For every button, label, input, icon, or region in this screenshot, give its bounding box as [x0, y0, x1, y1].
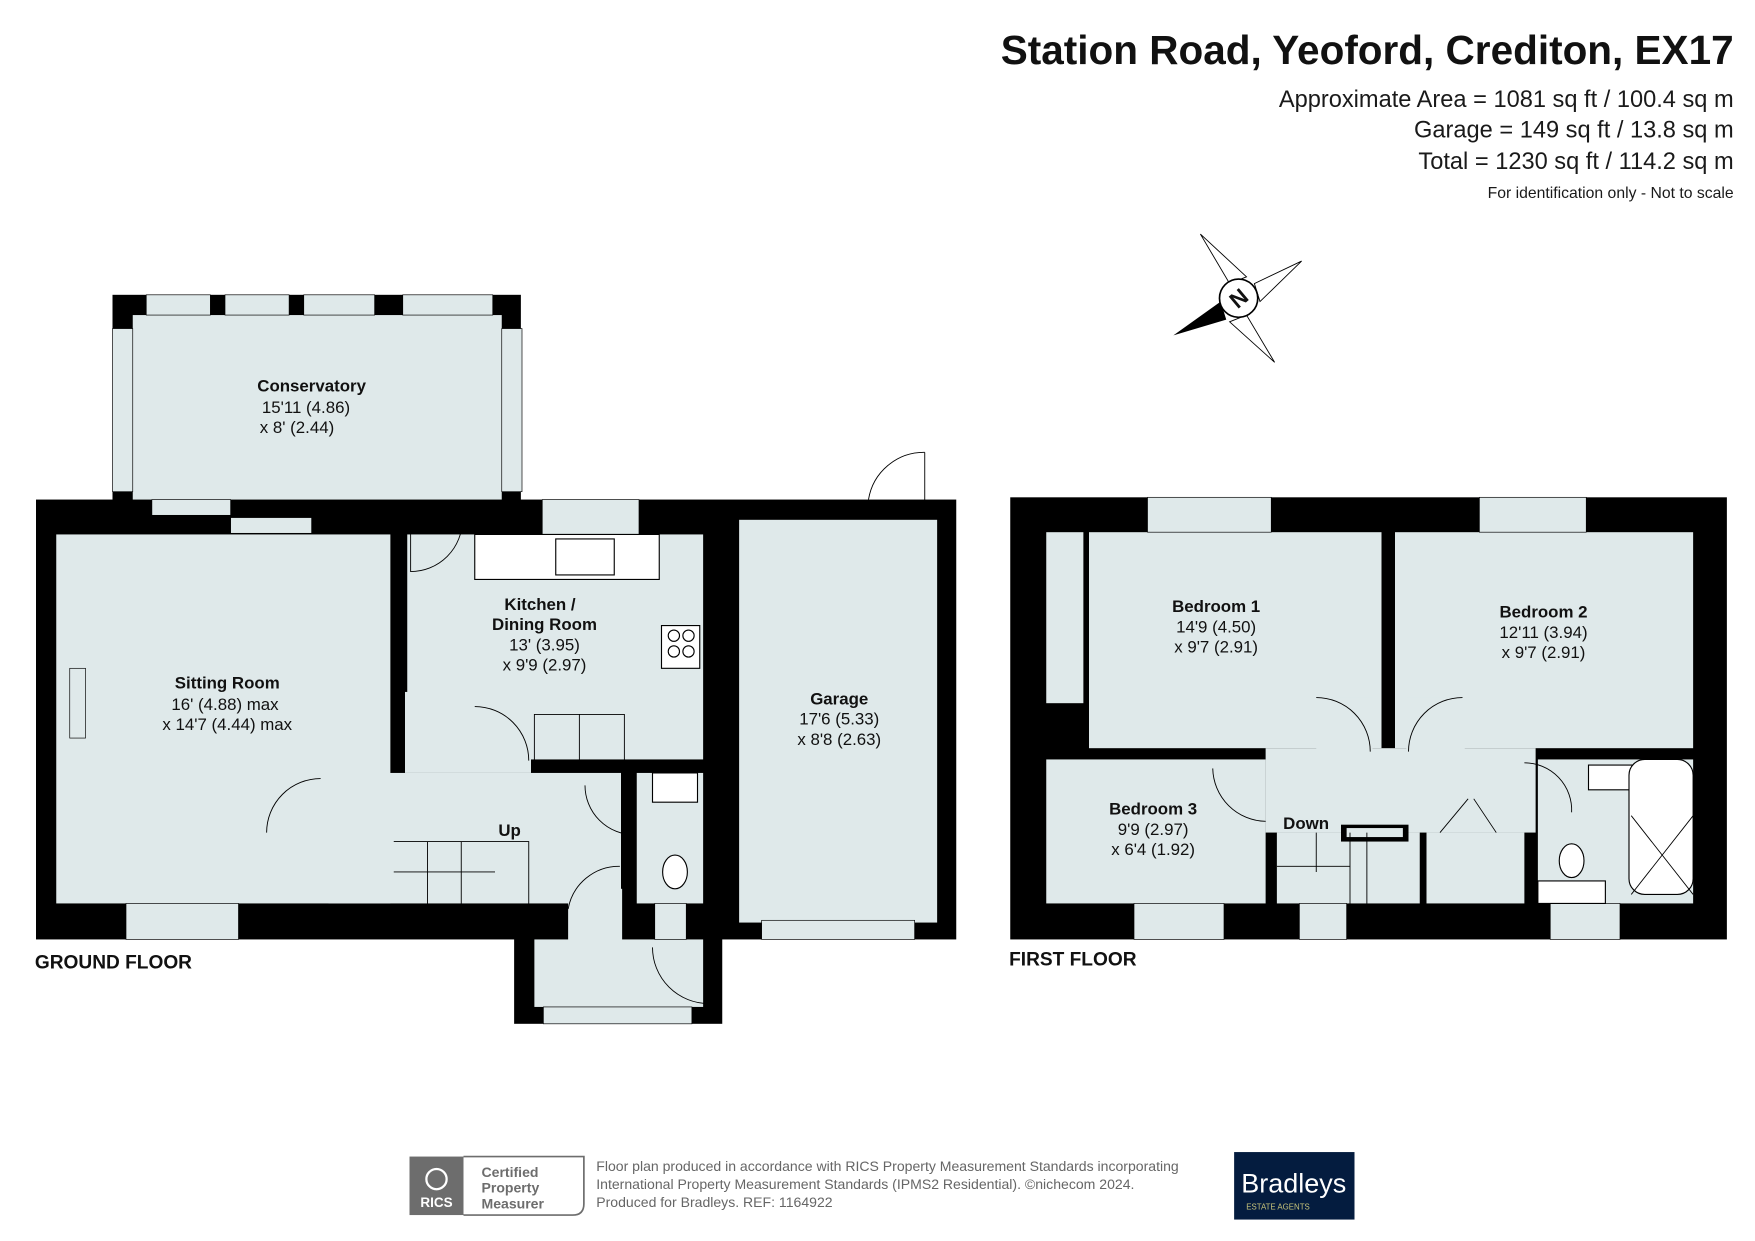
- sitting-room-label: Sitting Room: [175, 674, 280, 693]
- compass-icon: N: [1173, 233, 1302, 363]
- landing: [1265, 748, 1536, 833]
- bedroom-2-dim-1: 12'11 (3.94): [1499, 623, 1587, 642]
- agent-logo-text: Bradleys: [1241, 1169, 1346, 1199]
- footer-line-3: Produced for Bradleys. REF: 1164922: [596, 1194, 833, 1210]
- rics-text: RICS: [420, 1195, 452, 1210]
- stairs-up-label: Up: [498, 821, 520, 840]
- total-area: Total = 1230 sq ft / 114.2 sq m: [1418, 149, 1733, 175]
- bedroom-3-dim-1: 9'9 (2.97): [1118, 820, 1189, 839]
- footer: RICS Certified Property Measurer Floor p…: [409, 1152, 1355, 1220]
- scale-note: For identification only - Not to scale: [1488, 185, 1734, 202]
- bedroom-1-dim-1: 14'9 (4.50): [1176, 617, 1256, 636]
- bedroom-3-dim-2: x 6'4 (1.92): [1111, 840, 1195, 859]
- agent-tagline: ESTATE AGENTS: [1246, 1202, 1309, 1211]
- bradleys-logo: Bradleys ESTATE AGENTS: [1234, 1152, 1355, 1220]
- first-floor-label: FIRST FLOOR: [1009, 949, 1137, 970]
- sitting-room-dim-2: x 14'7 (4.44) max: [162, 715, 292, 734]
- kitchen-label: Kitchen /: [504, 595, 576, 614]
- stairs: [1276, 832, 1420, 904]
- bedroom-3-label: Bedroom 3: [1109, 800, 1197, 819]
- kitchen-dim-1: 13' (3.95): [509, 635, 580, 654]
- badge-line-3: Measurer: [482, 1195, 545, 1211]
- kitchen-label-2: Dining Room: [492, 615, 597, 634]
- conservatory-label: Conservatory: [257, 377, 366, 396]
- garage-dim-2: x 8'8 (2.63): [797, 730, 881, 749]
- bedroom-2-dim-2: x 9'7 (2.91): [1502, 643, 1586, 662]
- bedroom-3: [1046, 759, 1266, 904]
- approximate-area: Approximate Area = 1081 sq ft / 100.4 sq…: [1279, 87, 1734, 113]
- conservatory-dim-2: x 8' (2.44): [260, 418, 334, 437]
- garage-dim-1: 17'6 (5.33): [799, 710, 879, 729]
- kitchen-dim-2: x 9'9 (2.97): [503, 656, 587, 675]
- property-title: Station Road, Yeoford, Crediton, EX17: [1001, 27, 1734, 73]
- bedroom-1-dim-2: x 9'7 (2.91): [1174, 638, 1258, 657]
- footer-line-1: Floor plan produced in accordance with R…: [596, 1158, 1178, 1174]
- ground-floor-label: GROUND FLOOR: [35, 953, 192, 974]
- cupboard: [1426, 832, 1525, 904]
- porch: [534, 939, 704, 1007]
- garage-area: Garage = 149 sq ft / 13.8 sq m: [1414, 117, 1734, 143]
- header: Station Road, Yeoford, Crediton, EX17 Ap…: [1001, 27, 1734, 202]
- sitting-room-dim-1: 16' (4.88) max: [171, 695, 279, 714]
- bedroom-1-label: Bedroom 1: [1172, 597, 1260, 616]
- bedroom-2-label: Bedroom 2: [1499, 603, 1587, 622]
- garage-label: Garage: [810, 689, 868, 708]
- first-floor-plan: Bedroom 1 14'9 (4.50) x 9'7 (2.91) Bedro…: [1009, 496, 1727, 970]
- badge-line-2: Property: [482, 1180, 540, 1196]
- wardrobe: [1046, 532, 1084, 704]
- ground-floor-plan: Conservatory 15'11 (4.86) x 8' (2.44) Ki…: [35, 294, 957, 1025]
- conservatory-dim-1: 15'11 (4.86): [262, 398, 350, 417]
- garage-room: [739, 519, 938, 923]
- rics-logo: RICS Certified Property Measurer: [409, 1155, 585, 1216]
- stairs-down-label: Down: [1283, 814, 1329, 833]
- footer-line-2: International Property Measurement Stand…: [596, 1176, 1134, 1192]
- conservatory-room: [132, 315, 502, 500]
- hallway: [328, 772, 621, 904]
- badge-line-1: Certified: [482, 1164, 539, 1180]
